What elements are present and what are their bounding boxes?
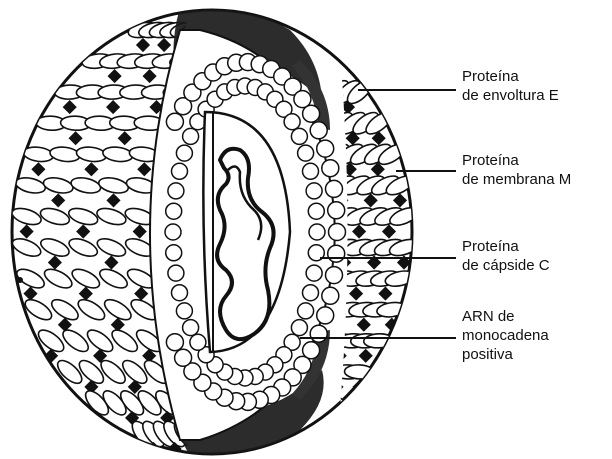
label-rna-line2: monocadena bbox=[462, 326, 549, 345]
capsid-bead bbox=[322, 287, 339, 304]
envelope-scale bbox=[344, 364, 375, 379]
capsid-bead bbox=[329, 224, 346, 241]
capsid-bead bbox=[317, 307, 334, 324]
capsid-bead bbox=[322, 160, 339, 177]
capsid-bead bbox=[166, 203, 182, 219]
capsid-bead bbox=[176, 145, 192, 161]
capsid-bead bbox=[183, 320, 199, 336]
capsid-bead bbox=[165, 224, 181, 240]
capsid-bead bbox=[306, 183, 322, 199]
label-rna: ARN de monocadena positiva bbox=[462, 307, 549, 364]
capsid-bead bbox=[328, 202, 345, 219]
label-capsid-line2: de cápside C bbox=[462, 256, 550, 275]
label-envelope-line1: Proteína bbox=[462, 67, 559, 86]
capsid-bead bbox=[317, 140, 334, 157]
capsid-bead bbox=[308, 203, 324, 219]
capsid-bead bbox=[291, 320, 307, 336]
label-capsid-line1: Proteína bbox=[462, 237, 550, 256]
edge-dot bbox=[17, 277, 23, 283]
label-envelope-line2: de envoltura E bbox=[462, 86, 559, 105]
label-membrane-protein: Proteína de membrana M bbox=[462, 151, 571, 189]
capsid-bead bbox=[306, 265, 322, 281]
capsid-bead bbox=[291, 128, 307, 144]
capsid-bead bbox=[310, 122, 327, 139]
capsid-bead bbox=[303, 285, 319, 301]
capsid-bead bbox=[303, 105, 320, 122]
capsid-bead bbox=[166, 113, 183, 130]
membrane-protein-marker bbox=[276, 442, 290, 456]
capsid-bead bbox=[328, 245, 345, 262]
capsid-bead bbox=[190, 334, 206, 350]
capsid-bead bbox=[166, 334, 183, 351]
label-membrane-line1: Proteína bbox=[462, 151, 571, 170]
label-capsid-protein: Proteína de cápside C bbox=[462, 237, 550, 275]
capsid-bead bbox=[168, 183, 184, 199]
capsid-bead bbox=[284, 114, 300, 130]
capsid-bead bbox=[326, 267, 343, 284]
capsid-bead bbox=[309, 224, 325, 240]
capsid-bead bbox=[310, 325, 327, 342]
capsid-bead bbox=[298, 303, 314, 319]
capsid-bead bbox=[168, 265, 184, 281]
label-rna-line1: ARN de bbox=[462, 307, 549, 326]
capsid-bead bbox=[176, 303, 192, 319]
label-envelope-protein: Proteína de envoltura E bbox=[462, 67, 559, 105]
label-rna-line3: positiva bbox=[462, 345, 549, 364]
capsid-bead bbox=[183, 128, 199, 144]
capsid-bead bbox=[175, 349, 192, 366]
capsid-bead bbox=[326, 180, 343, 197]
capsid-bead bbox=[166, 245, 182, 261]
capsid-bead bbox=[172, 163, 188, 179]
capsid-bead bbox=[172, 285, 188, 301]
capsid-bead bbox=[303, 163, 319, 179]
capsid-bead bbox=[298, 145, 314, 161]
label-membrane-line2: de membrana M bbox=[462, 170, 571, 189]
